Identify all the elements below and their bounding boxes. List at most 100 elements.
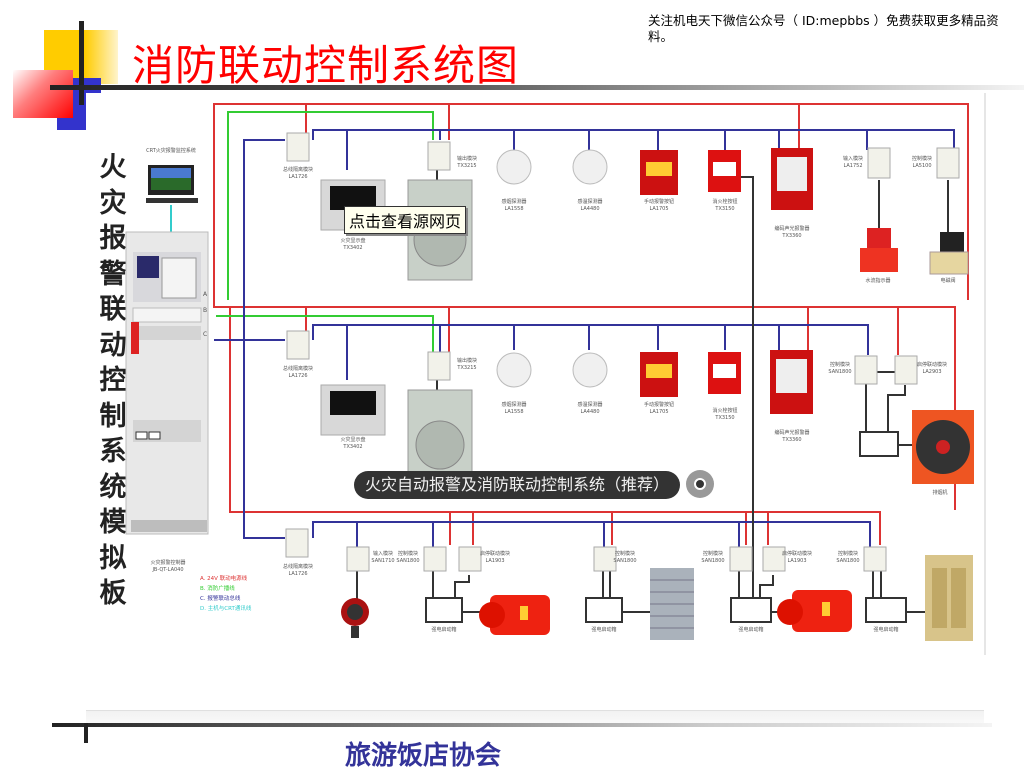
- bus-letter-b: B: [203, 307, 207, 314]
- red-devices: [640, 148, 813, 414]
- control-module-3b: [593, 546, 617, 572]
- firepump-ctrl2: [759, 575, 774, 598]
- device-model: LA1726: [288, 571, 307, 577]
- broadcast-loop-top: [227, 111, 434, 300]
- device-label: 感温探测器: [577, 401, 602, 408]
- input-module-3: [346, 546, 370, 572]
- device-model: LA1903: [787, 558, 806, 564]
- starter-boxes: [425, 431, 907, 623]
- device-model: SAN1800: [701, 558, 724, 564]
- device-model: TX3150: [714, 206, 734, 212]
- device-label: 电磁阀: [940, 277, 955, 284]
- control-lines: [356, 168, 949, 613]
- device-model: LA2903: [922, 369, 941, 375]
- smoke-detector-2: [496, 352, 532, 388]
- device-model: LA1705: [649, 206, 668, 212]
- device-model: LA4480: [580, 206, 599, 212]
- device-model: SAN1710: [371, 558, 394, 564]
- device-label: 水流指示器: [865, 277, 890, 284]
- bus-bottom-feed: [243, 340, 285, 539]
- heat-detector-1: [572, 149, 608, 185]
- device-model: TX3150: [714, 415, 734, 421]
- wechat-notice: 关注机电天下微信公众号（ ID:mepbbs ）免费获取更多精品资料。: [648, 13, 999, 44]
- device-label: 总线隔离模块: [283, 166, 313, 173]
- device-label: 强电启动箱: [431, 626, 456, 633]
- device-label: 控制模块: [615, 550, 635, 557]
- device-label: 强电启动箱: [873, 626, 898, 633]
- caption-circle-button[interactable]: [686, 470, 714, 498]
- device-label: 总线隔离模块: [283, 563, 313, 570]
- device-model: TX3360: [781, 233, 801, 239]
- pumps: [479, 590, 852, 635]
- control-module-1: [936, 147, 960, 179]
- device-model: SAN1800: [828, 369, 851, 375]
- monitor-label: CRT火灾报警监控系统: [146, 147, 196, 154]
- power-loop-top: [213, 103, 969, 300]
- device-label: 启停联动模块: [917, 361, 947, 368]
- legend-item: A. 24V 联动电源线: [200, 574, 248, 582]
- device-model: LA1726: [288, 174, 307, 180]
- bus-letter-a: A: [203, 291, 208, 298]
- diagram-vertical-title: 火灾报警联动控制系统模拟板: [99, 152, 127, 609]
- isolator-module-2: [286, 330, 310, 360]
- bus-mid-feed: [243, 140, 285, 341]
- footer-vertical-rule: [84, 723, 88, 743]
- header-horizontal-rule: [50, 85, 1024, 90]
- legend-item: B. 消防广播线: [200, 584, 235, 592]
- device-label: 启停联动模块: [782, 550, 812, 557]
- legend-item: C. 报警联动总线: [200, 594, 241, 602]
- device-label: 火灾显示盘: [340, 237, 365, 244]
- fan-ctrl: [887, 385, 906, 432]
- device-model: TX3402: [342, 245, 362, 251]
- device-label: 强电启动箱: [738, 626, 763, 633]
- device-label: 消火栓按钮: [712, 198, 737, 205]
- device-label: 控制模块: [398, 550, 418, 557]
- view-source-tooltip[interactable]: 点击查看源网页: [344, 206, 467, 234]
- controller-label: 火灾报警控制器: [150, 559, 185, 566]
- header-decoration-red: [13, 70, 73, 118]
- device-model: LA1705: [649, 409, 668, 415]
- water-devices: [860, 228, 969, 275]
- device-model: TX3215: [456, 163, 476, 169]
- device-label: 输入模块: [843, 155, 863, 162]
- device-label: 编码声光报警器: [774, 225, 809, 232]
- control-module-3c: [729, 546, 753, 572]
- control-module-2: [854, 355, 878, 385]
- pressure-switch: [341, 598, 369, 638]
- broadcast-lines: [216, 111, 434, 355]
- image-caption-bar[interactable]: 火灾自动报警及消防联动控制系统（推荐）: [354, 471, 680, 499]
- pump-ctrl: [454, 575, 470, 598]
- elevator: [925, 555, 973, 641]
- device-label: 消火栓按钮: [712, 407, 737, 414]
- slide-title: 消防联动控制系统图: [132, 41, 520, 90]
- footer-band: [86, 710, 984, 727]
- device-model: TX3360: [781, 437, 801, 443]
- device-model: LA5100: [912, 163, 931, 169]
- device-label: 总线隔离模块: [283, 365, 313, 372]
- output-module-1: [427, 141, 451, 171]
- device-model: LA4480: [580, 409, 599, 415]
- device-model: SAN1800: [836, 558, 859, 564]
- bus-letter-c: C: [203, 331, 207, 338]
- device-label: 输入模块: [373, 550, 393, 557]
- device-label: 控制模块: [912, 155, 932, 162]
- crt-monitor: [146, 165, 198, 203]
- device-model: TX3402: [342, 444, 362, 450]
- isolator-module-1: [286, 132, 310, 162]
- device-label: 感烟探测器: [501, 401, 526, 408]
- device-model: LA1752: [843, 163, 862, 169]
- broadcast-loop-mid: [216, 315, 434, 355]
- smoke-exhaust-fan: [912, 410, 974, 484]
- output-module-2: [427, 351, 451, 381]
- device-label: 手动报警按钮: [644, 198, 674, 205]
- controller-model: JB-QT-LA040: [151, 567, 183, 573]
- power-loop-bottom: [229, 307, 881, 545]
- device-label: 强电启动箱: [591, 626, 616, 633]
- device-model: LA1903: [485, 558, 504, 564]
- device-model: LA1558: [504, 206, 523, 212]
- bus-main: [214, 139, 285, 341]
- device-label: 控制模块: [703, 550, 723, 557]
- device-label: 输出模块: [457, 357, 477, 364]
- start-stop-module-2: [894, 355, 918, 385]
